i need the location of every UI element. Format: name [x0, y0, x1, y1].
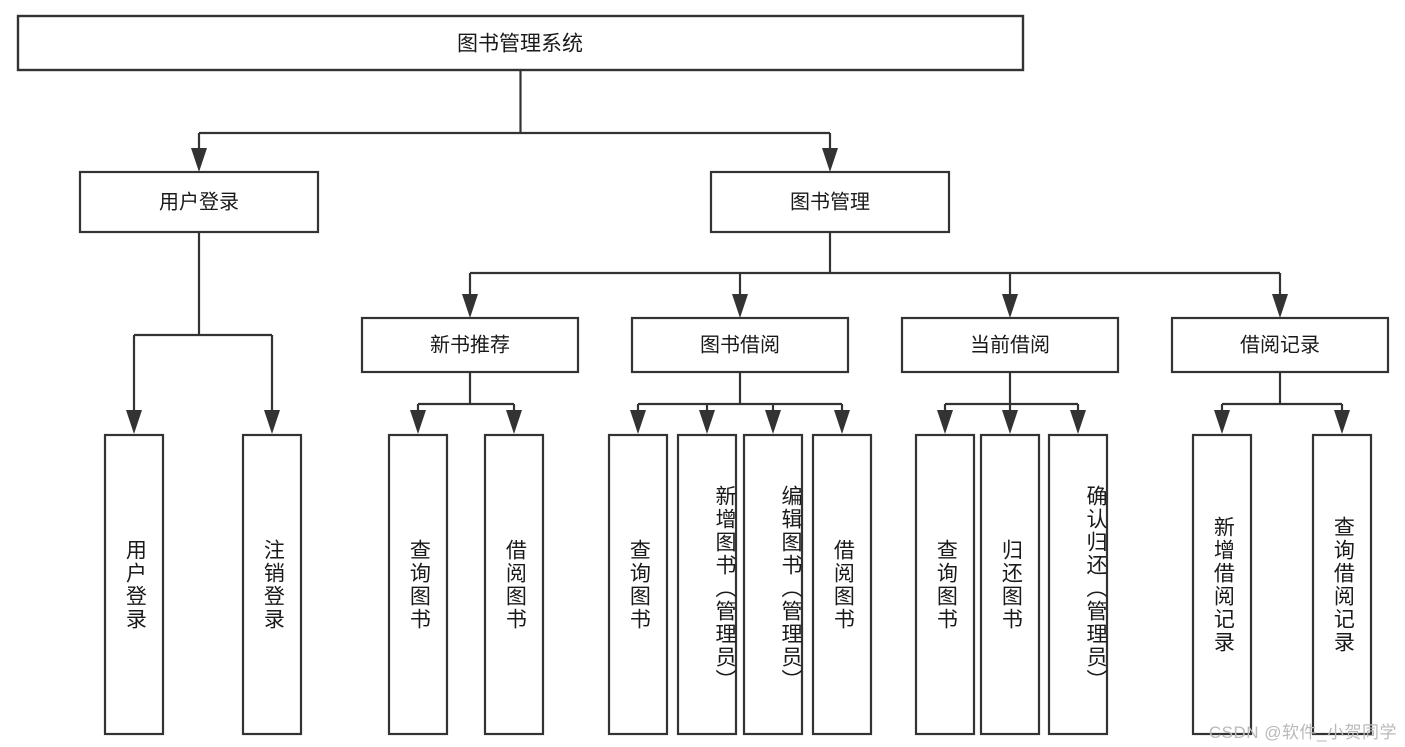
connector-group-current: [937, 372, 1086, 434]
node-book-management-box[interactable]: [709, 170, 951, 234]
leaf-box-edit-book-admin[interactable]: [742, 433, 804, 736]
leaf-box-query-book-current[interactable]: [914, 433, 976, 736]
arrow-root-to-bookmgmt: [822, 148, 838, 172]
arrow-bookmgmt-to-current: [1002, 294, 1018, 318]
node-user-login[interactable]: 用户登录: [78, 170, 320, 234]
node-user-login-label: 用户登录: [159, 190, 239, 213]
node-book-management[interactable]: 图书管理: [709, 170, 951, 234]
node-borrow-record-box[interactable]: [1170, 316, 1390, 374]
leaf-box-borrow-book-new[interactable]: [483, 433, 545, 736]
node-book-borrow[interactable]: 图书借阅: [630, 316, 850, 374]
leaf-box-logout[interactable]: [241, 433, 303, 736]
arrow-record-leaf-1: [1214, 410, 1230, 434]
arrow-record-leaf-2: [1334, 410, 1350, 434]
arrow-userlogin-leaf-2: [264, 410, 280, 434]
leaf-box-user-login[interactable]: [103, 433, 165, 736]
node-new-book-recommend-label: 新书推荐: [430, 333, 510, 356]
node-new-book-recommend[interactable]: 新书推荐: [360, 316, 580, 374]
connector-group-newbook: [410, 372, 522, 434]
arrow-bookmgmt-to-newbook: [462, 294, 478, 318]
arrow-newbook-leaf-2: [506, 410, 522, 434]
node-borrow-record-label: 借阅记录: [1240, 333, 1320, 356]
node-root-label: 图书管理系统: [457, 33, 583, 56]
node-root[interactable]: 图书管理系统: [16, 14, 1025, 72]
arrow-current-leaf-2: [1002, 410, 1018, 434]
leaf-box-query-book-borrow[interactable]: [607, 433, 669, 736]
leaf-box-borrow-book[interactable]: [811, 433, 873, 736]
arrow-borrow-leaf-1: [630, 410, 646, 434]
connector-group-record: [1214, 372, 1350, 434]
leaf-box-return-book[interactable]: [979, 433, 1041, 736]
arrow-userlogin-leaf-1: [126, 410, 142, 434]
connector-group-borrow: [630, 372, 850, 434]
arrow-borrow-leaf-2: [699, 410, 715, 434]
node-book-management-label: 图书管理: [790, 190, 870, 213]
leaf-box-query-book-new[interactable]: [387, 433, 449, 736]
node-current-borrow[interactable]: 当前借阅: [900, 316, 1120, 374]
node-book-borrow-box[interactable]: [630, 316, 850, 374]
node-user-login-box[interactable]: [78, 170, 320, 234]
leaf-box-confirm-return-admin[interactable]: [1047, 433, 1109, 736]
arrow-borrow-leaf-3: [765, 410, 781, 434]
connector-group-bookmgmt: [462, 232, 1288, 318]
leaf-box-query-borrow-record[interactable]: [1311, 433, 1373, 736]
arrow-current-leaf-1: [937, 410, 953, 434]
leaf-box-add-book-admin[interactable]: [676, 433, 738, 736]
arrow-bookmgmt-to-record: [1272, 294, 1288, 318]
arrow-bookmgmt-to-borrow: [732, 294, 748, 318]
node-book-borrow-label: 图书借阅: [700, 333, 780, 356]
arrow-current-leaf-3: [1070, 410, 1086, 434]
csdn-watermark: CSDN @软件_小贺同学: [1208, 723, 1397, 742]
node-new-book-recommend-box[interactable]: [360, 316, 580, 374]
node-current-borrow-box[interactable]: [900, 316, 1120, 374]
node-current-borrow-label: 当前借阅: [970, 333, 1050, 356]
node-root-box[interactable]: [16, 14, 1025, 72]
arrow-root-to-userlogin: [191, 148, 207, 172]
leaf-box-add-borrow-record[interactable]: [1191, 433, 1253, 736]
arrow-newbook-leaf-1: [410, 410, 426, 434]
connector-group-userlogin: [126, 232, 280, 434]
arrow-borrow-leaf-4: [834, 410, 850, 434]
node-borrow-record[interactable]: 借阅记录: [1170, 316, 1390, 374]
connector-group-root: [191, 70, 838, 172]
